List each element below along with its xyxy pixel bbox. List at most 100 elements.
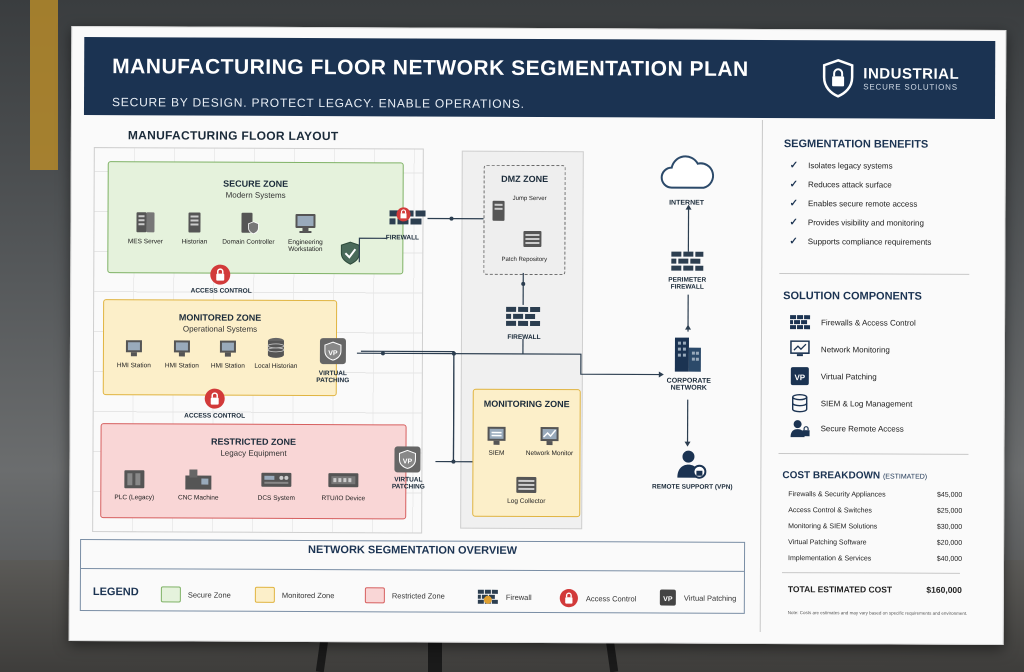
virtual-patching-icon: VP	[394, 446, 421, 473]
device-mes-server: MES Server	[114, 209, 176, 245]
device-domain-controller: Domain Controller	[217, 210, 279, 246]
device-local-historian: Local Historian	[245, 336, 307, 370]
cost-title: COST BREAKDOWN (ESTIMATED)	[782, 470, 927, 482]
database-icon	[267, 337, 285, 358]
cost-row: Access Control & Switches $25,000	[788, 507, 962, 515]
server-shield-icon	[241, 212, 259, 235]
component-item: VP Virtual Patching	[789, 366, 877, 386]
cost-total-row: TOTAL ESTIMATED COST$160,000	[788, 584, 962, 595]
checkmark-icon: ✓	[789, 236, 798, 248]
benefit-item: ✓Enables secure remote access	[790, 198, 918, 210]
checkmark-icon: ✓	[789, 160, 799, 172]
access-control-lock-icon	[559, 589, 578, 608]
legend-item-label: Firewall	[505, 592, 532, 602]
legend-title: NETWORK SEGMENTATION OVERVIEW	[308, 544, 518, 557]
corporate-network-building-icon	[674, 337, 701, 372]
component-label: SIEM & Log Management	[820, 398, 913, 409]
server-icon	[188, 212, 201, 233]
cost-row: Virtual Patching Software $20,000	[788, 539, 962, 547]
cost-row: Implementation & Services$40,000	[788, 555, 962, 563]
poster-header: MANUFACTURING FLOOR NETWORK SEGMENTATION…	[83, 37, 996, 119]
hmi-monitor-icon	[219, 340, 236, 357]
cost-label: Firewalls & Security Appliances	[788, 491, 886, 499]
plc-icon	[124, 470, 145, 489]
cost-title-note: (ESTIMATED)	[882, 473, 928, 481]
cost-value: $30,000	[936, 523, 963, 531]
cost-label: Implementation & Services	[788, 555, 872, 563]
legend-item-label: Access Control	[585, 593, 637, 603]
firewall-icon	[389, 207, 426, 225]
cost-title-text: COST BREAKDOWN	[782, 470, 881, 482]
legend-item-label: Restricted Zone	[391, 590, 445, 601]
device-rtu-io: RTU/IO Device	[312, 468, 374, 502]
network-monitor-icon	[540, 427, 559, 446]
cost-note: Note: Costs are estimates and may vary b…	[787, 610, 968, 616]
restricted-swatch	[364, 587, 385, 604]
remote-support-user-icon	[677, 450, 707, 479]
device-dcs-system: DCS System	[245, 468, 307, 502]
cost-value: $25,000	[936, 507, 963, 515]
hmi-monitor-icon	[125, 340, 142, 357]
device-historian: Historian	[163, 209, 225, 246]
benefit-label: Enables secure remote access	[807, 199, 918, 209]
poster-board: MANUFACTURING FLOOR NETWORK SEGMENTATION…	[68, 25, 1007, 646]
component-label: Secure Remote Access	[820, 423, 904, 434]
cost-label: Monitoring & SIEM Solutions	[788, 523, 878, 531]
component-label: Virtual Patching	[820, 371, 877, 381]
legend-item-firewall: Firewall	[477, 588, 532, 606]
device-hmi-station-2: HMI Station	[151, 337, 213, 370]
checkmark-icon: ✓	[789, 217, 798, 229]
easel-leg	[428, 640, 442, 672]
cost-row: Firewalls & Security Appliances$45,000	[788, 491, 962, 499]
user-lock-icon	[790, 420, 810, 438]
device-network-monitor: Network Monitor	[518, 425, 580, 457]
vp-icon: VP	[790, 367, 809, 386]
rtu-device-icon	[328, 473, 359, 488]
vp-badge: VP	[794, 373, 805, 382]
device-hmi-station-3: HMI Station	[197, 338, 259, 370]
benefit-item: ✓Isolates legacy systems	[790, 160, 893, 171]
components-title: SOLUTION COMPONENTS	[783, 290, 922, 303]
cost-value: $20,000	[936, 539, 963, 547]
patch-repository-icon	[523, 230, 542, 248]
legend-item-label: Virtual Patching	[683, 593, 737, 603]
benefit-item: ✓Reduces attack surface	[790, 179, 892, 190]
firewall-icon	[477, 589, 498, 604]
cnc-machine-icon	[185, 469, 212, 490]
component-item: SIEM & Log Management	[789, 393, 913, 414]
brand-logo: INDUSTRIAL SECURE SOLUTIONS	[821, 58, 959, 99]
workstation-icon	[295, 213, 316, 234]
cost-total-label: TOTAL ESTIMATED COST	[787, 584, 893, 595]
connection-lines	[356, 204, 692, 464]
firewall-icon	[790, 315, 811, 330]
legend-item-monitored: Monitored Zone	[254, 586, 335, 603]
svg-text:VP: VP	[403, 458, 413, 465]
device-plc-legacy: PLC (Legacy)	[103, 467, 165, 501]
legend-item-access-control: Access Control	[559, 588, 637, 608]
hmi-monitor-icon	[173, 340, 190, 357]
device-cnc-machine: CNC Machine	[167, 467, 229, 502]
monitor-icon	[790, 340, 810, 357]
benefit-label: Supports compliance requirements	[807, 237, 932, 247]
cost-label: Virtual Patching Software	[788, 539, 867, 547]
shield-lock-icon	[823, 58, 854, 98]
device-siem: SIEM	[474, 425, 518, 457]
dcs-system-icon	[261, 472, 292, 487]
cost-label: Access Control & Switches	[788, 507, 872, 515]
component-item: Secure Remote Access	[789, 418, 904, 439]
perimeter-firewall-icon	[671, 251, 704, 271]
svg-text:VP: VP	[328, 350, 338, 357]
legend-divider	[80, 568, 744, 572]
legend-item-label: Secure Zone	[187, 589, 231, 600]
legend-item-restricted: Restricted Zone	[364, 587, 445, 604]
component-label: Network Monitoring	[820, 344, 890, 355]
vp-badge: VP	[663, 596, 673, 603]
vp-icon: VP	[659, 589, 676, 606]
background-pillar	[30, 0, 58, 170]
jump-server-icon	[492, 200, 505, 221]
benefit-label: Reduces attack surface	[808, 180, 892, 190]
component-label: Firewalls & Access Control	[821, 317, 916, 328]
access-control-lock-icon	[204, 388, 225, 409]
benefit-label: Provides visibility and monitoring	[807, 218, 924, 228]
legend-item-secure: Secure Zone	[160, 586, 231, 603]
